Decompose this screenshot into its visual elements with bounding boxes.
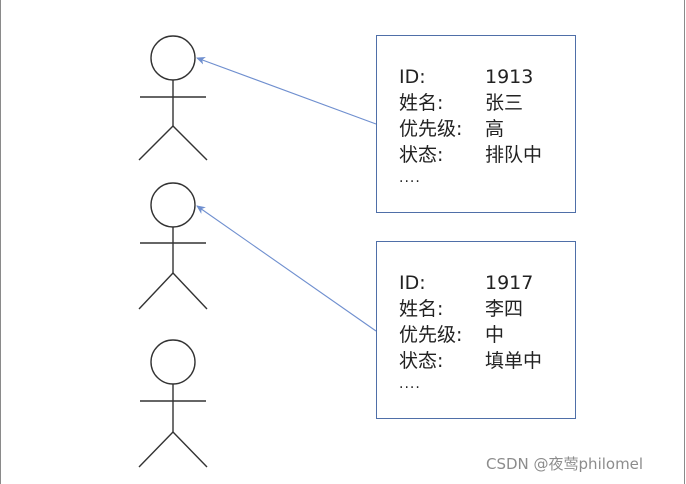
info-card-1-rows: ID: 1913 姓名: 张三 优先级: 高 状态: 排队中 .... (399, 64, 565, 188)
info-card-2-ellipsis: .... (399, 376, 421, 392)
frame-left-border (0, 0, 1, 484)
info-card-1-row-status: 状态: 排队中 (399, 142, 565, 168)
stick-figure-1 (138, 35, 208, 161)
field-label: ID: (399, 66, 426, 88)
stick-figure-3-head (150, 339, 196, 385)
field-value: 填单中 (485, 350, 543, 372)
stick-figure-1-left-leg (138, 125, 174, 161)
field-value: 张三 (485, 92, 524, 114)
info-card-2-row-id: ID: 1917 (399, 270, 565, 296)
field-value: 1917 (485, 272, 534, 294)
field-value: 李四 (485, 298, 524, 320)
info-card-1-row-priority: 优先级: 高 (399, 116, 565, 142)
field-value: 中 (485, 324, 505, 346)
stick-figure-3 (138, 339, 208, 468)
field-label: ID: (399, 272, 426, 294)
stick-figure-2 (138, 182, 208, 310)
info-card-2: ID: 1917 姓名: 李四 优先级: 中 状态: 填单中 .... (376, 241, 576, 419)
frame-right-border (684, 0, 685, 484)
field-label: 状态: (399, 350, 444, 372)
field-label: 姓名: (399, 298, 444, 320)
info-card-2-row-name: 姓名: 李四 (399, 296, 565, 322)
info-card-1-ellipsis: .... (399, 170, 421, 186)
field-value: 排队中 (485, 144, 543, 166)
arrow-card-1-to-figure-1 (196, 57, 377, 125)
stick-figure-2-head (150, 182, 196, 228)
info-card-1-row-name: 姓名: 张三 (399, 90, 565, 116)
info-card-1: ID: 1913 姓名: 张三 优先级: 高 状态: 排队中 .... (376, 35, 576, 213)
info-card-2-row-status: 状态: 填单中 (399, 348, 565, 374)
arrow-card-2-to-figure-2 (196, 205, 377, 332)
stick-figure-1-right-leg (172, 125, 208, 161)
field-label: 优先级: (399, 324, 463, 346)
field-value: 1913 (485, 66, 534, 88)
field-label: 姓名: (399, 92, 444, 114)
info-card-2-row-priority: 优先级: 中 (399, 322, 565, 348)
field-label: 状态: (399, 144, 444, 166)
stick-figure-2-left-leg (138, 272, 174, 310)
stick-figure-3-left-leg (138, 431, 174, 468)
stick-figure-3-right-leg (172, 431, 208, 468)
field-label: 优先级: (399, 118, 463, 140)
stick-figure-2-right-leg (172, 272, 208, 310)
field-value: 高 (485, 118, 505, 140)
stick-figure-1-head (150, 35, 196, 81)
watermark: CSDN @夜莺philomel (486, 455, 644, 473)
info-card-1-row-id: ID: 1913 (399, 64, 565, 90)
info-card-2-rows: ID: 1917 姓名: 李四 优先级: 中 状态: 填单中 .... (399, 270, 565, 394)
